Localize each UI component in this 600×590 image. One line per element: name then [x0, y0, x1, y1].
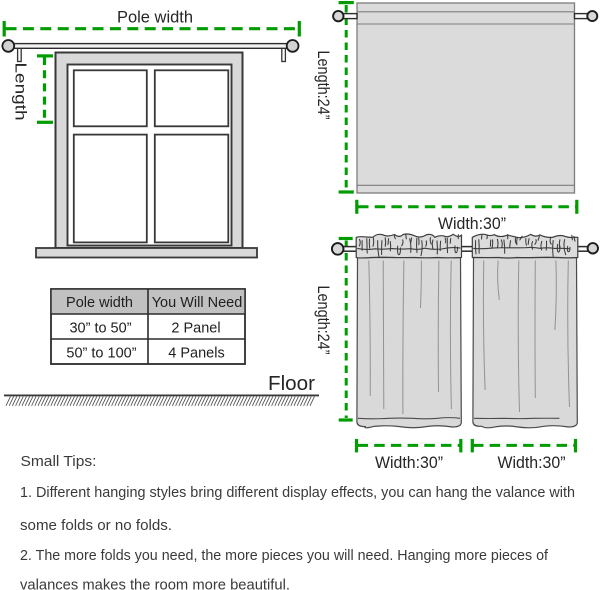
svg-text:You Will Need: You Will Need	[152, 295, 243, 311]
svg-text:Length:24”: Length:24”	[314, 286, 333, 355]
svg-text:Length: Length	[12, 63, 29, 121]
svg-text:Pole width: Pole width	[117, 8, 193, 27]
svg-text:30” to 50”: 30” to 50”	[69, 321, 131, 337]
svg-text:2. The more folds you need, th: 2. The more folds you need, the more pie…	[20, 547, 549, 564]
svg-text:4 Panels: 4 Panels	[168, 346, 224, 362]
svg-text:Width:30”: Width:30”	[375, 454, 443, 472]
svg-text:Pole width: Pole width	[66, 295, 133, 311]
svg-text:Length:24”: Length:24”	[314, 51, 333, 120]
svg-text:some folds or no folds.: some folds or no folds.	[20, 517, 172, 534]
svg-text:2 Panel: 2 Panel	[171, 321, 220, 337]
svg-text:valances makes the room more b: valances makes the room more beautiful.	[20, 577, 290, 590]
svg-text:1. Different hanging styles br: 1. Different hanging styles bring differ…	[20, 484, 575, 501]
svg-text:Width:30”: Width:30”	[498, 454, 566, 472]
svg-text:Small Tips:: Small Tips:	[21, 453, 97, 470]
svg-text:50” to 100”: 50” to 100”	[66, 346, 136, 362]
svg-text:Width:30”: Width:30”	[438, 215, 506, 233]
svg-text:Floor: Floor	[268, 373, 315, 395]
